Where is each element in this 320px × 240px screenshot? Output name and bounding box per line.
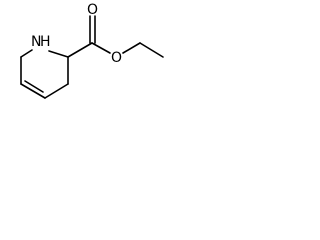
chemical-structure-diagram: N H O O — [20, 2, 164, 99]
bond-ch2-ch3 — [139, 42, 164, 58]
bond-c4-c5 — [20, 83, 46, 99]
atom-label-carbonyl-oxygen: O — [87, 2, 98, 18]
bond-c3-c4 — [44, 83, 69, 99]
bond-ester-o-ch2 — [122, 42, 141, 54]
atom-label-nitrogen: N — [31, 34, 41, 50]
bond-c4-c5-double — [24, 80, 44, 93]
bond-n-c2 — [48, 50, 69, 58]
atom-label-nitrogen-hydrogen: H — [40, 34, 51, 50]
bond-c2-carbonyl — [67, 42, 93, 58]
bond-c6-n — [20, 49, 33, 58]
atom-label-ester-oxygen: O — [111, 50, 122, 66]
bond-carbonyl-ester-o — [91, 42, 111, 54]
